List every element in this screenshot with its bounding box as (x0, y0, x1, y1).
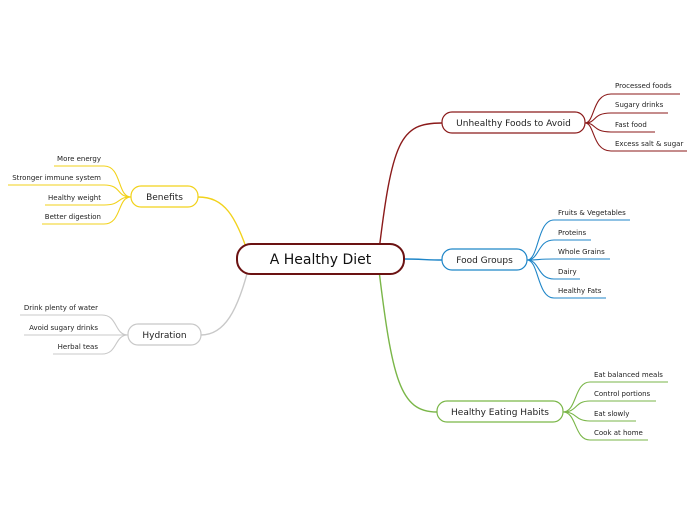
central-node[interactable] (236, 243, 405, 275)
node-food-groups-label: Food Groups (456, 256, 513, 266)
connector-habits (377, 261, 438, 413)
node-hydration-label: Hydration (142, 331, 186, 341)
leaf-excess-salt-sugar: Excess salt & sugar (615, 140, 683, 148)
branch-benefits: Benefits More energy Stronger immune sys… (8, 155, 199, 225)
connector-unhealthy (377, 122, 443, 260)
leaf-better-digestion: Better digestion (45, 213, 101, 221)
leaf-cook-at-home: Cook at home (594, 429, 643, 437)
leaf-dairy: Dairy (558, 268, 577, 276)
leaf-whole-grains: Whole Grains (558, 248, 605, 256)
leaf-drink-water: Drink plenty of water (24, 304, 98, 312)
connector-hydration (200, 261, 251, 336)
leaf-proteins: Proteins (558, 229, 587, 237)
connector-food-groups (403, 258, 443, 261)
leaf-fruits-vegetables: Fruits & Vegetables (558, 209, 626, 217)
central-node-label: A Healthy Diet (270, 252, 372, 268)
leaf-fast-food: Fast food (615, 121, 647, 129)
leaf-herbal-teas: Herbal teas (58, 343, 99, 351)
node-unhealthy[interactable] (441, 111, 586, 134)
leaf-more-energy: More energy (57, 155, 101, 163)
branch-hydration: Hydration Drink plenty of water Avoid su… (20, 304, 202, 355)
benefits-leaf-connectors (8, 165, 132, 225)
node-hydration[interactable] (127, 323, 202, 346)
unhealthy-leaf-connectors (584, 93, 687, 152)
leaf-sugary-drinks: Sugary drinks (615, 101, 664, 109)
node-food-groups[interactable] (441, 248, 528, 271)
habits-leaf-connectors (562, 381, 668, 441)
node-habits[interactable] (436, 400, 564, 423)
leaf-stronger-immune-system: Stronger immune system (12, 174, 101, 182)
leaf-control-portions: Control portions (594, 390, 651, 398)
node-unhealthy-label: Unhealthy Foods to Avoid (456, 119, 571, 129)
node-habits-label: Healthy Eating Habits (451, 408, 549, 418)
leaf-healthy-fats: Healthy Fats (558, 287, 602, 295)
leaf-eat-slowly: Eat slowly (594, 410, 629, 418)
central-node-group: A Healthy Diet (236, 243, 405, 275)
branch-food-groups: Food Groups Fruits & Vegetables Proteins… (441, 209, 630, 299)
node-benefits-label: Benefits (146, 193, 183, 203)
leaf-balanced-meals: Eat balanced meals (594, 371, 663, 379)
node-benefits[interactable] (130, 185, 199, 208)
food-groups-leaf-connectors (526, 219, 630, 299)
hydration-leaf-connectors (20, 314, 129, 355)
leaf-avoid-sugary-drinks: Avoid sugary drinks (29, 324, 98, 332)
branch-habits: Healthy Eating Habits Eat balanced meals… (436, 371, 668, 441)
leaf-processed-foods: Processed foods (615, 82, 672, 90)
branch-unhealthy: Unhealthy Foods to Avoid Processed foods… (441, 82, 687, 152)
leaf-healthy-weight: Healthy weight (48, 194, 101, 202)
